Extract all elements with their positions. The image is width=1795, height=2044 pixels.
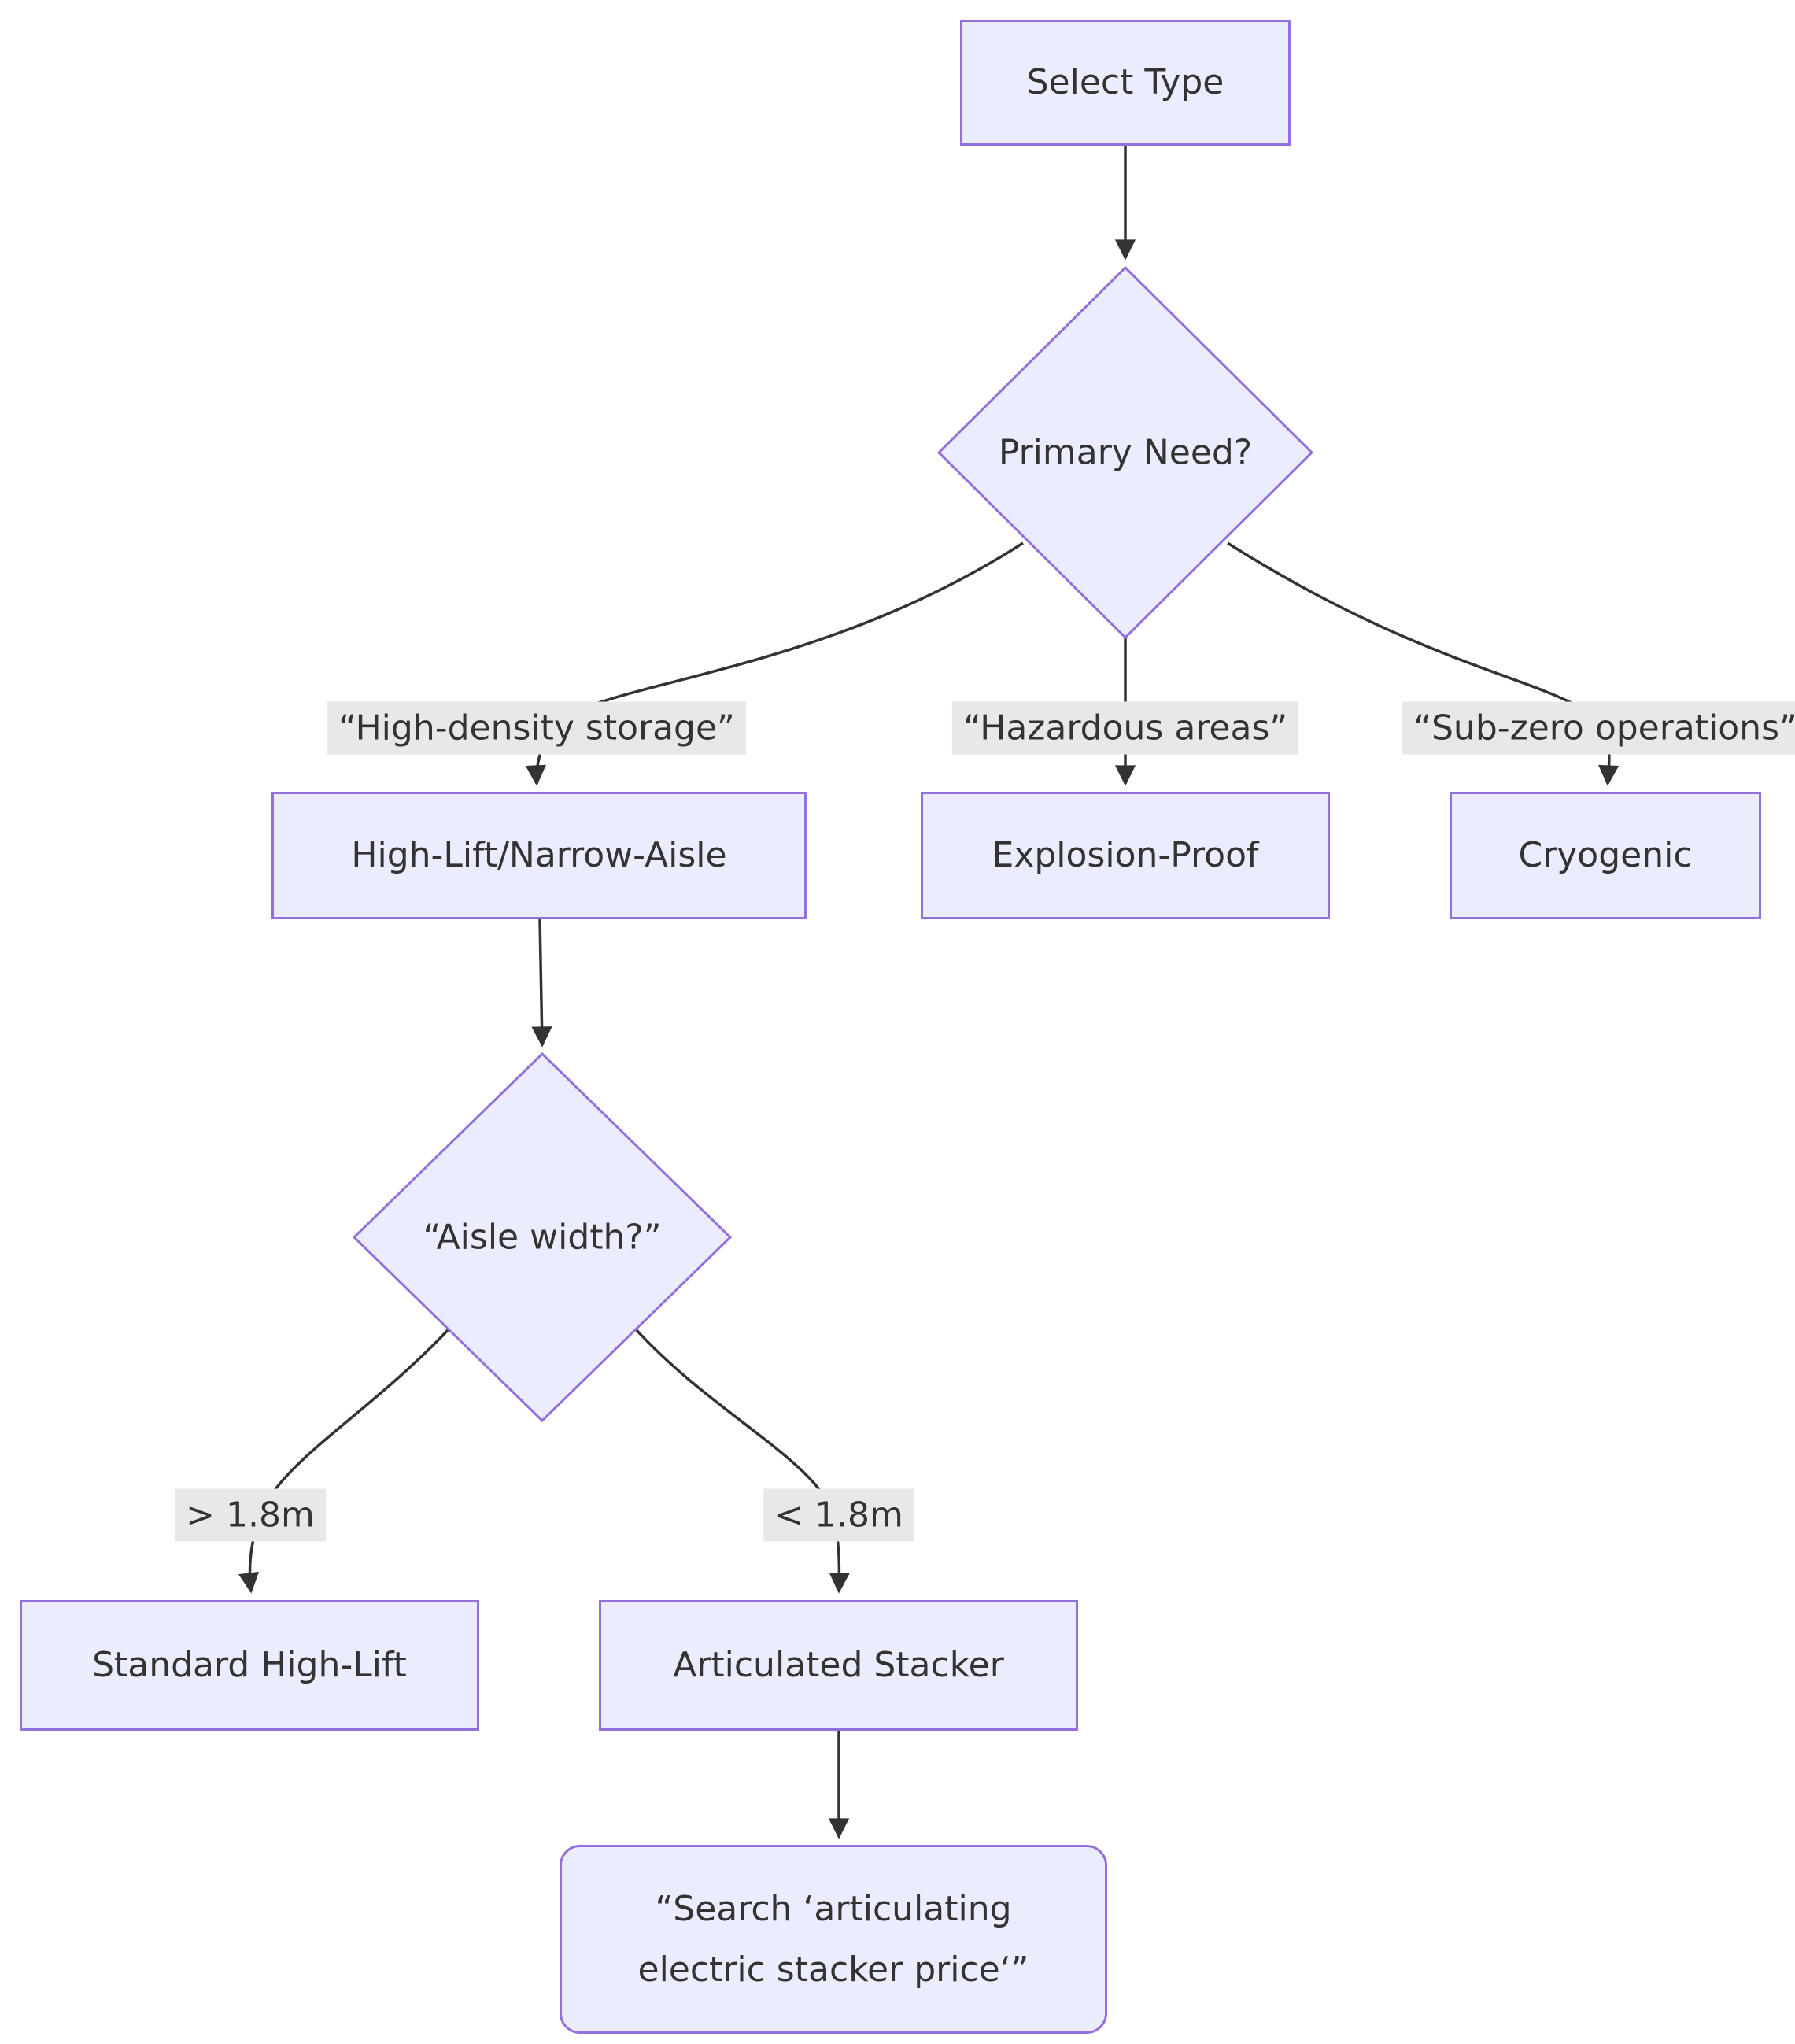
edge-high-lift-to-aisle-width <box>531 919 552 1048</box>
node-cryogenic: Cryogenic <box>1450 792 1761 919</box>
node-high-lift-narrow-aisle-label: High-Lift/Narrow-Aisle <box>351 835 727 876</box>
node-high-lift-narrow-aisle: High-Lift/Narrow-Aisle <box>271 792 807 919</box>
edge-primary-need-to-cryogenic <box>1227 541 1620 786</box>
node-standard-high-lift: Standard High-Lift <box>20 1600 479 1731</box>
node-explosion-proof: Explosion-Proof <box>921 792 1330 919</box>
edge-label-sub-zero-operations: “Sub-zero operations” <box>1402 701 1795 755</box>
node-primary-need-shape <box>936 265 1314 640</box>
node-search-action: “Search ‘articulating electric stacker p… <box>560 1845 1107 2034</box>
node-search-action-label-line2: electric stacker price‘” <box>637 1950 1029 1990</box>
edge-aisle-width-to-articulated-stacker <box>634 1328 850 1594</box>
node-search-action-label-line1: “Search ‘articulating <box>655 1889 1012 1929</box>
node-explosion-proof-label: Explosion-Proof <box>992 835 1259 876</box>
node-select-type-label: Select Type <box>1026 62 1224 103</box>
node-articulated-stacker: Articulated Stacker <box>599 1600 1078 1731</box>
node-aisle-width-label: “Aisle width?” <box>423 1217 662 1258</box>
node-standard-high-lift-label: Standard High-Lift <box>92 1645 407 1686</box>
edge-label-hazardous-areas: “Hazardous areas” <box>951 701 1299 755</box>
edge-label-greater-than-1-8m: > 1.8m <box>175 1488 326 1542</box>
edge-label-less-than-1-8m: < 1.8m <box>763 1488 914 1542</box>
edge-aisle-width-to-standard-high-lift <box>238 1328 450 1594</box>
edge-label-high-density-storage: “High-density storage” <box>327 701 746 755</box>
node-select-type: Select Type <box>960 20 1291 146</box>
node-primary-need-label: Primary Need? <box>998 432 1253 473</box>
node-cryogenic-label: Cryogenic <box>1518 835 1693 876</box>
node-articulated-stacker-label: Articulated Stacker <box>673 1645 1004 1686</box>
node-aisle-width-shape <box>352 1052 733 1423</box>
